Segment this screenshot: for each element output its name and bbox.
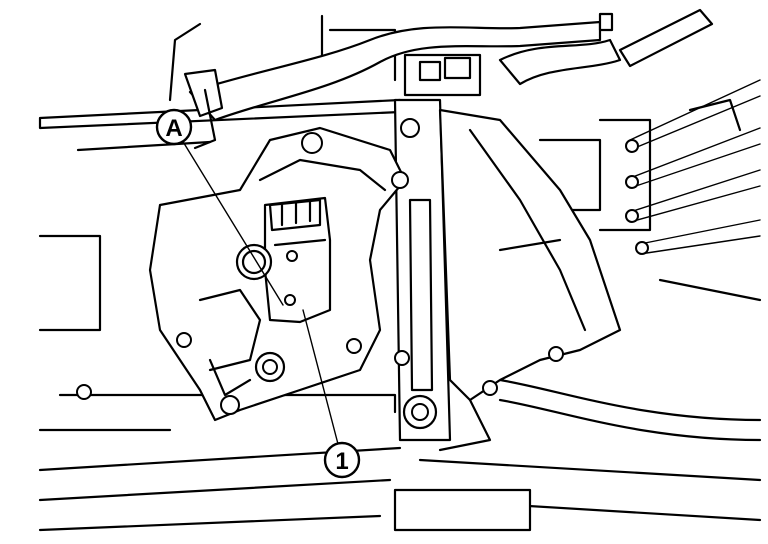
leader-line-a [181, 139, 284, 306]
engine-bay-frame [38, 14, 402, 532]
housing-cover [438, 108, 622, 452]
connector-column [393, 53, 482, 442]
callout-1-label: 1 [335, 448, 348, 475]
leader-line-1 [302, 309, 339, 445]
leader-lines [181, 139, 339, 445]
callout-a-circle [155, 108, 193, 146]
callout-a: A [155, 108, 193, 146]
callout-1: 1 [323, 441, 361, 479]
callout-a-label: A [165, 115, 182, 142]
callout-1-circle [323, 441, 361, 479]
mount-insulator [263, 196, 332, 324]
bolt-a [235, 243, 273, 281]
upper-hose [183, 8, 714, 150]
